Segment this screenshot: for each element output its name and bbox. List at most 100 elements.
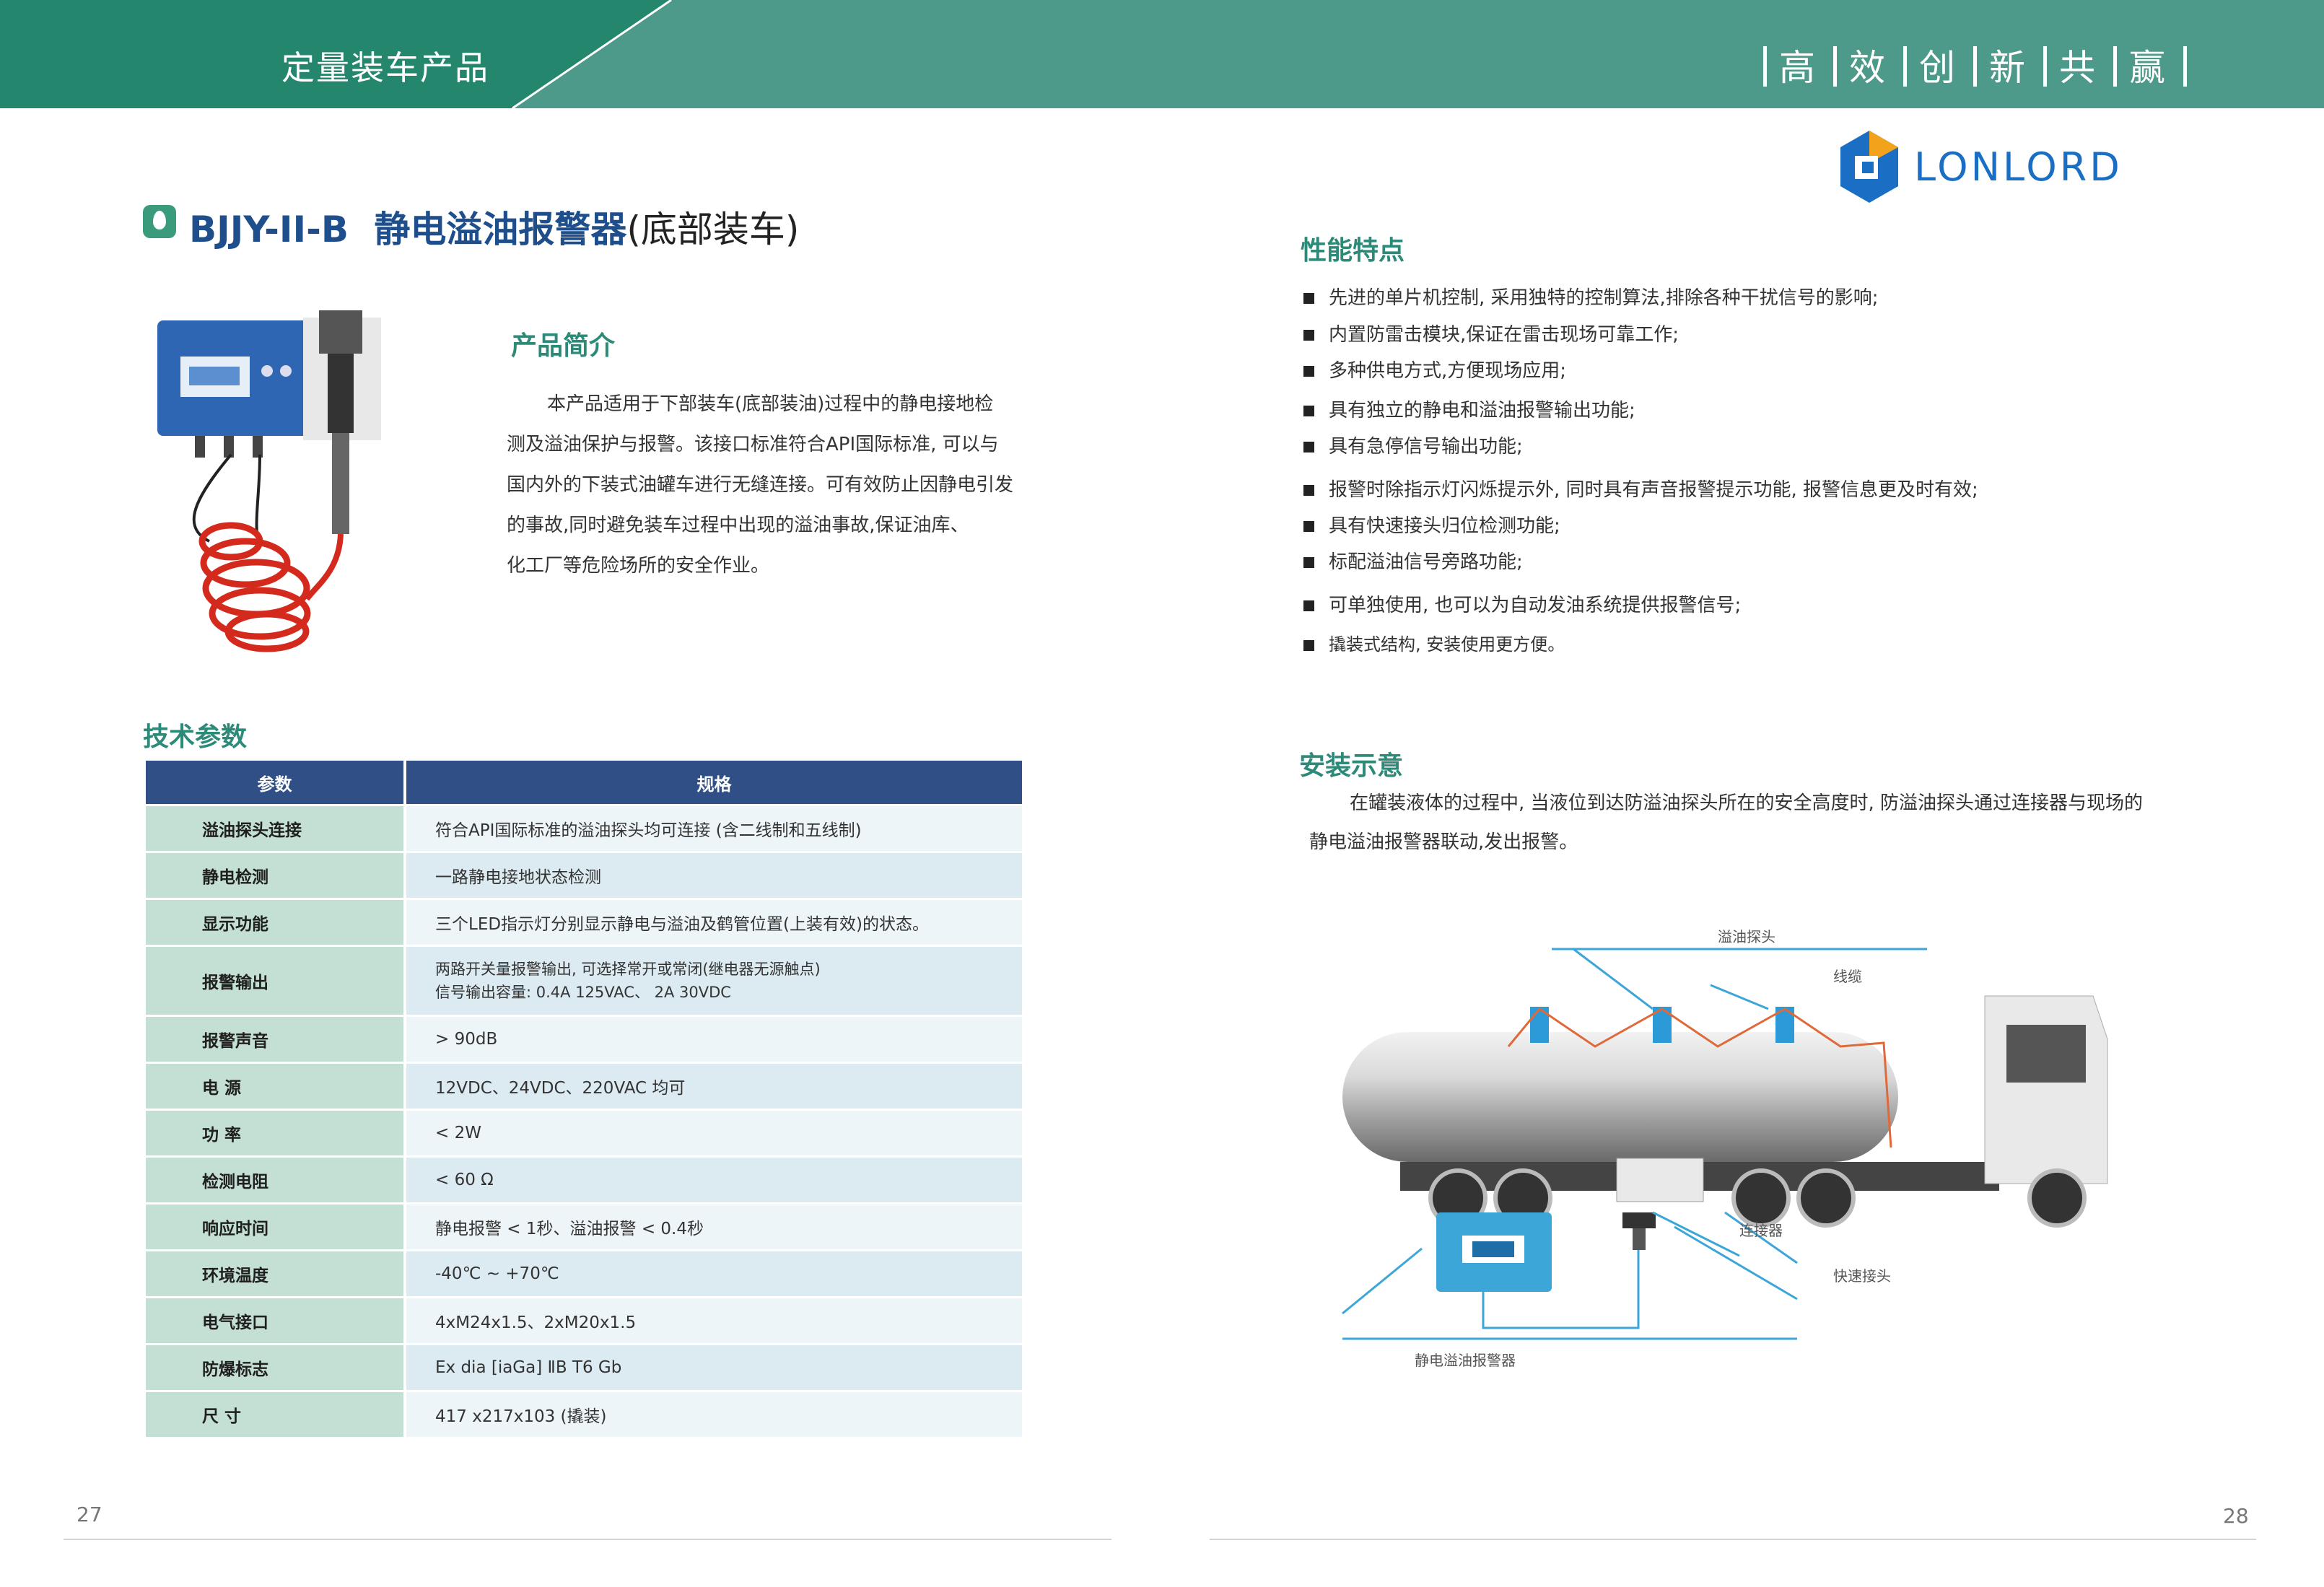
- spec-value: -40℃ ~ +70℃: [405, 1249, 1022, 1298]
- spec-value: < 60 Ω: [405, 1155, 1022, 1204]
- feature-item: 可单独使用, 也可以为自动发油系统提供报警信号;: [1303, 590, 1741, 617]
- intro-title: 产品简介: [511, 331, 616, 361]
- square-bullet-icon: [1303, 485, 1314, 496]
- slogan-divider: [2113, 46, 2117, 87]
- install-paragraph: 在罐装液体的过程中, 当液位到达防溢油探头所在的安全高度时, 防溢油探头通过连接…: [1309, 784, 2269, 862]
- intro-paragraph: 本产品适用于下部装车(底部装油)过程中的静电接地检 测及溢油保护与报警。该接口标…: [507, 384, 1055, 586]
- header-title: 定量装车产品: [281, 48, 489, 87]
- square-bullet-icon: [1303, 521, 1314, 532]
- table-row: 响应时间静电报警 < 1秒、溢油报警 < 0.4秒: [146, 1202, 1022, 1251]
- spec-header-spec: 规格: [405, 761, 1022, 805]
- product-photo: [157, 310, 381, 652]
- product-paren: (底部装车): [626, 209, 800, 250]
- spec-param: 检测电阻: [146, 1155, 406, 1204]
- square-bullet-icon: [1303, 639, 1314, 651]
- spec-param: 电 源: [146, 1062, 406, 1110]
- table-row: 溢油探头连接符合API国际标准的溢油探头均可连接 (含二线制和五线制): [146, 804, 1022, 852]
- spec-value: 12VDC、24VDC、220VAC 均可: [405, 1062, 1022, 1110]
- intro-line: 国内外的下装式油罐车进行无缝连接。可有效防止因静电引发: [507, 474, 1014, 496]
- spec-table: 参数 规格 溢油探头连接符合API国际标准的溢油探头均可连接 (含二线制和五线制…: [146, 761, 1022, 1437]
- feature-item: 报警时除指示灯闪烁提示外, 同时具有声音报警提示功能, 报警信息更及时有效;: [1303, 475, 1978, 502]
- spec-header-param: 参数: [146, 761, 406, 805]
- install-title: 安装示意: [1299, 751, 1404, 781]
- square-bullet-icon: [1303, 557, 1314, 568]
- spec-param: 环境温度: [146, 1249, 406, 1298]
- spec-param: 报警声音: [146, 1015, 406, 1063]
- spec-value: 符合API国际标准的溢油探头均可连接 (含二线制和五线制): [405, 804, 1022, 852]
- label-alarm: 静电溢油报警器: [1415, 1352, 1516, 1369]
- slogan-char: 新: [1989, 47, 2025, 89]
- square-bullet-icon: [1303, 330, 1314, 341]
- feature-item: 先进的单片机控制, 采用独特的控制算法,排除各种干扰信号的影响;: [1303, 283, 1879, 310]
- slogan-divider: [2183, 46, 2187, 87]
- label-quick-connector: 快速接头: [1833, 1267, 1891, 1285]
- feature-item: 具有急停信号输出功能;: [1303, 432, 1523, 458]
- page-number-right: 28: [2223, 1504, 2249, 1528]
- page-number-left: 27: [77, 1503, 102, 1526]
- spec-value: Ex dia [iaGa] ⅡB T6 Gb: [405, 1343, 1022, 1391]
- slogan-divider: [1763, 46, 1767, 87]
- features-title: 性能特点: [1301, 236, 1405, 266]
- feature-item: 具有独立的静电和溢油报警输出功能;: [1303, 395, 1635, 422]
- spec-param: 显示功能: [146, 898, 406, 946]
- spec-param: 防爆标志: [146, 1343, 406, 1391]
- slogan-char: 共: [2059, 47, 2095, 89]
- slogan-divider: [2043, 46, 2047, 87]
- spec-value: 417 x217x103 (撬装): [405, 1390, 1022, 1437]
- drop-icon: [153, 211, 166, 229]
- spec-value: < 2W: [405, 1109, 1022, 1157]
- slogan-char: 效: [1849, 47, 1885, 89]
- spec-header-row: 参数 规格: [146, 761, 1022, 805]
- slogan-divider: [1973, 46, 1977, 87]
- label-connector: 连接器: [1739, 1222, 1783, 1239]
- intro-line: 本产品适用于下部装车(底部装油)过程中的静电接地检: [547, 393, 994, 415]
- table-row: 报警声音> 90dB: [146, 1015, 1022, 1063]
- table-row: 显示功能三个LED指示灯分别显示静电与溢油及鹤管位置(上装有效)的状态。: [146, 898, 1022, 946]
- square-bullet-icon: [1303, 406, 1314, 416]
- spec-value: 一路静电接地状态检测: [405, 851, 1022, 899]
- logo-text: LONLORD: [1914, 144, 2123, 190]
- intro-line: 化工厂等危险场所的安全作业。: [507, 555, 770, 577]
- install-diagram: 溢油探头 线缆 连接器 快速接头 静电溢油报警器: [1342, 928, 2108, 1369]
- spec-value: 三个LED指示灯分别显示静电与溢油及鹤管位置(上装有效)的状态。: [405, 898, 1022, 946]
- install-line: 静电溢油报警器联动,发出报警。: [1309, 831, 1578, 853]
- square-bullet-icon: [1303, 293, 1314, 304]
- spec-value: > 90dB: [405, 1015, 1022, 1063]
- install-line: 在罐装液体的过程中, 当液位到达防溢油探头所在的安全高度时, 防溢油探头通过连接…: [1350, 792, 2144, 814]
- truck-cab: [1984, 995, 2108, 1184]
- spec-param: 溢油探头连接: [146, 804, 406, 852]
- spec-value-line: 两路开关量报警输出, 可选择常开或常闭(继电器无源触点): [435, 961, 821, 978]
- slogan-char: 高: [1779, 47, 1815, 89]
- label-cable: 线缆: [1833, 968, 1862, 985]
- spec-value-line: 信号输出容量: 0.4A 125VAC、 2A 30VDC: [435, 984, 731, 1001]
- table-row: 环境温度-40℃ ~ +70℃: [146, 1249, 1022, 1298]
- header-diagonal: [0, 0, 672, 108]
- feature-item: 多种供电方式,方便现场应用;: [1303, 356, 1566, 382]
- table-row: 检测电阻< 60 Ω: [146, 1155, 1022, 1204]
- feature-item: 撬装式结构, 安装使用更方便。: [1303, 630, 1565, 655]
- feature-item: 内置防雷击模块,保证在雷击现场可靠工作;: [1303, 320, 1679, 346]
- spec-param: 静电检测: [146, 851, 406, 899]
- spec-title: 技术参数: [143, 722, 248, 752]
- square-bullet-icon: [1303, 600, 1314, 611]
- lonlord-logo: LONLORD: [1840, 131, 2123, 203]
- spec-value: 静电报警 < 1秒、溢油报警 < 0.4秒: [405, 1202, 1022, 1251]
- square-bullet-icon: [1303, 442, 1314, 453]
- table-row: 静电检测一路静电接地状态检测: [146, 851, 1022, 899]
- slogan-divider: [1833, 46, 1837, 87]
- table-row: 报警输出两路开关量报警输出, 可选择常开或常闭(继电器无源触点)信号输出容量: …: [146, 945, 1022, 1016]
- product-title: BJJY-II-B 静电溢油报警器(底部装车): [189, 201, 799, 253]
- table-row: 功 率< 2W: [146, 1109, 1022, 1157]
- product-code: BJJY-II-B: [189, 209, 349, 250]
- cable-line: [1507, 1007, 1892, 1148]
- intro-line: 的事故,同时避免装车过程中出现的溢油事故,保证油库、: [507, 515, 969, 536]
- footer-rule-left: [64, 1539, 1111, 1540]
- feature-item: 具有快速接头归位检测功能;: [1303, 511, 1560, 538]
- tank: [1342, 1032, 1898, 1162]
- spec-param: 电气接口: [146, 1296, 406, 1345]
- spec-value: 4xM24x1.5、2xM20x1.5: [405, 1296, 1022, 1345]
